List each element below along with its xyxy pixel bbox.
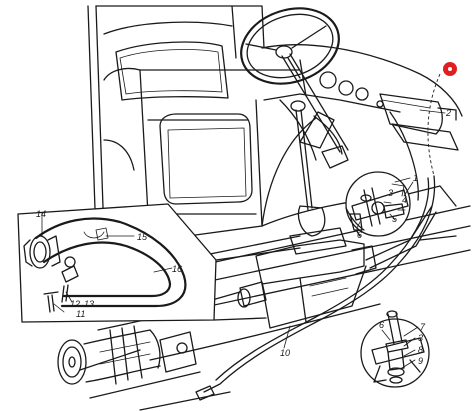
steering-wheel xyxy=(240,7,349,155)
callout-16: 16 xyxy=(172,264,182,274)
detail-callout-8: 8 xyxy=(418,345,423,355)
callout-13: 13 xyxy=(84,299,94,309)
cable-linkage xyxy=(203,73,441,393)
callout-15: 15 xyxy=(137,232,148,242)
detail-callout-6: 6 xyxy=(379,320,384,330)
callout-6: 6 xyxy=(357,230,362,240)
red-marker xyxy=(443,62,457,76)
engine-flywheel xyxy=(57,325,215,401)
detail-view-bracket xyxy=(360,310,430,388)
callout-2: 2 xyxy=(445,108,451,118)
callout-14: 14 xyxy=(36,209,46,219)
callout-1: 1 xyxy=(413,173,418,183)
detail-callout-7: 7 xyxy=(420,322,426,332)
dashboard xyxy=(261,44,463,227)
callout-10: 10 xyxy=(280,348,290,358)
detail-callout-3: 3 xyxy=(418,333,423,343)
detail-view-pedal-linkage xyxy=(345,171,411,237)
leader-lines xyxy=(41,109,446,369)
gearbox xyxy=(211,205,437,329)
gearshift-lever xyxy=(289,100,347,255)
detail-view-pipe xyxy=(17,203,301,323)
callout-5: 5 xyxy=(392,214,398,224)
cab-body xyxy=(87,5,301,239)
callout-12: 12 xyxy=(70,299,80,309)
callout-11: 11 xyxy=(76,309,85,319)
callout-3: 3 xyxy=(388,188,393,198)
callout-labels: 1 2 3 4 5 6 10 11 12 13 14 15 16 6 7 3 8… xyxy=(36,108,451,366)
detail-callout-9: 9 xyxy=(418,356,423,366)
callout-4: 4 xyxy=(402,195,407,205)
